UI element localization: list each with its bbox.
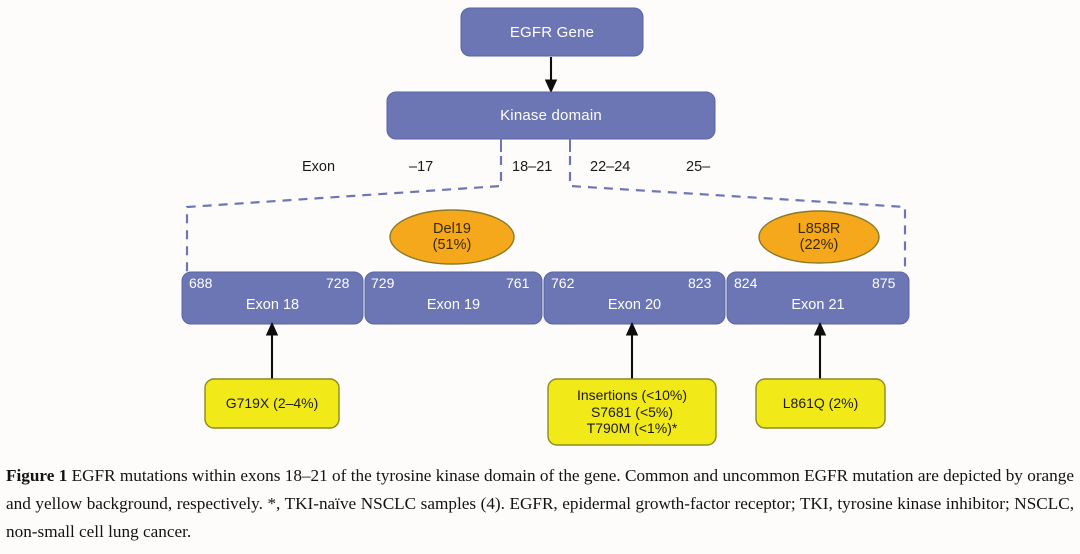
yellow-box-l861q xyxy=(755,378,886,429)
exon-box-19 xyxy=(364,271,543,325)
figure-caption-label: Figure 1 xyxy=(6,466,68,485)
diagram-canvas xyxy=(181,7,910,446)
dashed-connector-right xyxy=(568,156,907,272)
exon-axis-tick-1: 18–21 xyxy=(512,159,553,175)
mutation-ellipse-del19 xyxy=(389,209,515,265)
exon-18-start: 688 xyxy=(189,275,213,291)
exon-21-end: 875 xyxy=(872,275,896,291)
exon-19-end: 761 xyxy=(506,275,530,291)
exon-20-start: 762 xyxy=(551,275,575,291)
egfr-mutation-diagram: EGFR Gene Kinase domain Exon –17 18–21 2… xyxy=(181,7,910,446)
yellow-box-g719x xyxy=(204,378,340,429)
kinase-domain-box xyxy=(386,91,716,140)
exon-axis-tick-3: 25– xyxy=(686,159,711,175)
yellow-box-exon20-mutations xyxy=(547,378,717,446)
exon-18-end: 728 xyxy=(326,275,350,291)
exon-20-end: 823 xyxy=(688,275,712,291)
figure-caption-text: EGFR mutations within exons 18–21 of the… xyxy=(6,466,1075,541)
exon-axis-title: Exon xyxy=(302,159,336,175)
exon-axis-tick-0: –17 xyxy=(409,159,434,175)
mutation-ellipse-l858r xyxy=(758,210,880,264)
exon-19-start: 729 xyxy=(371,275,395,291)
egfr-gene-box xyxy=(460,7,644,57)
exon-axis-tick-2: 22–24 xyxy=(590,159,631,175)
exon-21-start: 824 xyxy=(734,275,758,291)
figure-caption: Figure 1 EGFR mutations within exons 18–… xyxy=(0,452,1080,554)
